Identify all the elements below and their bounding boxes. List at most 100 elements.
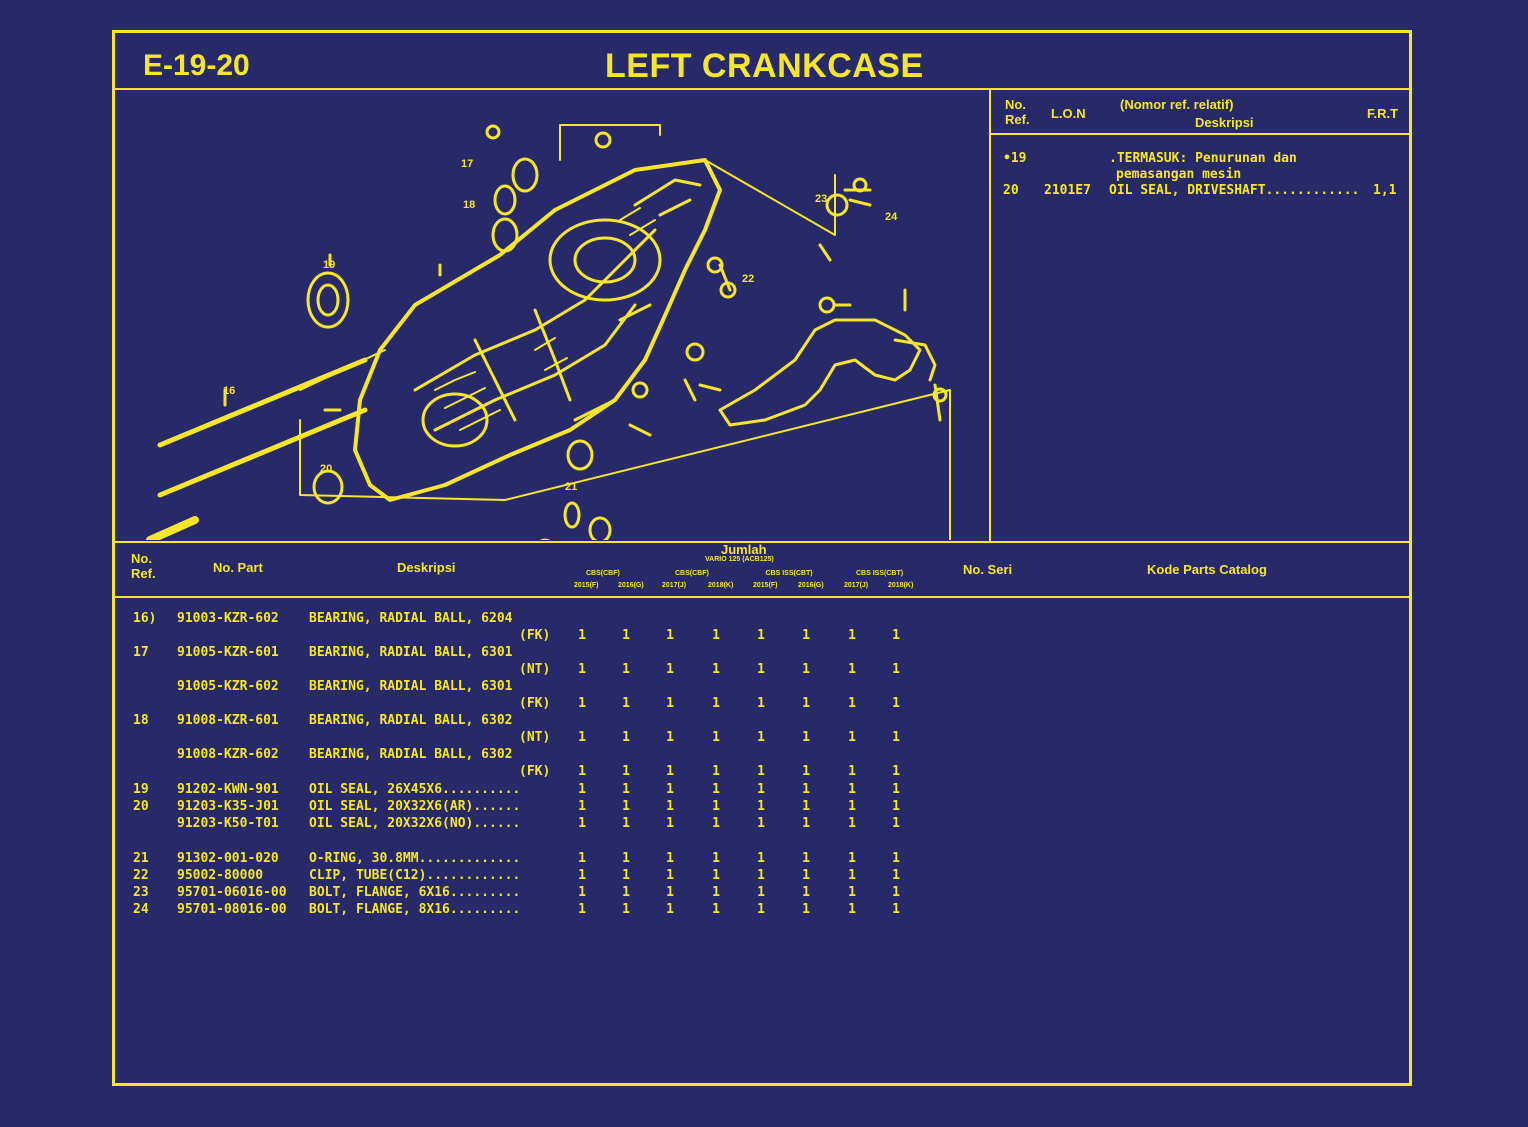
row-part-number: 91203-K35-J01 (177, 799, 279, 814)
row-part-number: 91008-KZR-602 (177, 747, 279, 762)
parts-year-header: 2016(G) (618, 582, 644, 589)
row-quantity: 1 (712, 628, 720, 643)
callout-17: 17 (461, 158, 473, 170)
parts-year-header: 2017(J) (844, 582, 869, 589)
row-quantity: 1 (622, 782, 630, 797)
row-quantity: 1 (578, 868, 586, 883)
row-quantity: 1 (802, 885, 810, 900)
row-part-number: 91203-K50-T01 (177, 816, 279, 831)
row-quantity: 1 (578, 662, 586, 677)
row-quantity: 1 (712, 868, 720, 883)
parts-model-header: VARIO 125 (ACB125) (705, 556, 774, 563)
row-part-number: 95701-06016-00 (177, 885, 287, 900)
row-quantity: 1 (802, 851, 810, 866)
row-quantity: 1 (848, 662, 856, 677)
row-quantity: 1 (848, 868, 856, 883)
row-quantity: 1 (712, 816, 720, 831)
row-quantity: 1 (622, 662, 630, 677)
parts-year-header: 2018(K) (708, 582, 734, 589)
row-quantity: 1 (757, 885, 765, 900)
ref-box-frt-header: F.R.T (1367, 106, 1399, 121)
callout-23: 23 (815, 193, 827, 205)
row-quantity: 1 (802, 730, 810, 745)
row-ref: 20 (133, 799, 149, 814)
row-quantity: 1 (578, 816, 586, 831)
left-crankcase-exploded-view-icon: 17 18 16 19 20 21 22 23 24 (146, 124, 951, 540)
row-part-number: 91005-KZR-602 (177, 679, 279, 694)
row-quantity: 1 (622, 799, 630, 814)
ref-box-desc: pemasangan mesin (1116, 167, 1242, 182)
parts-kode-header: Kode Parts Catalog (1147, 562, 1267, 577)
row-quantity: 1 (578, 851, 586, 866)
callout-22: 22 (742, 273, 754, 285)
ref-box-lon-header: L.O.N (1051, 106, 1086, 121)
row-quantity: 1 (892, 816, 900, 831)
row-quantity: 1 (848, 799, 856, 814)
row-quantity: 1 (892, 799, 900, 814)
row-quantity: 1 (892, 782, 900, 797)
row-part-number: 95701-08016-00 (177, 902, 287, 917)
row-ref: 19 (133, 782, 149, 797)
parts-deskripsi-header: Deskripsi (397, 560, 456, 575)
row-quantity: 1 (578, 730, 586, 745)
parts-jumlah-header: Jumlah (721, 542, 767, 557)
ref-box-frt: 1,1 (1373, 183, 1397, 198)
row-quantity: 1 (757, 662, 765, 677)
row-quantity: 1 (802, 764, 810, 779)
callout-16: 16 (223, 385, 235, 397)
row-quantity: 1 (757, 799, 765, 814)
row-quantity: 1 (622, 851, 630, 866)
row-description: BOLT, FLANGE, 8X16......... (309, 902, 521, 917)
row-quantity: 1 (848, 628, 856, 643)
row-part-number: 91008-KZR-601 (177, 713, 279, 728)
row-quantity: 1 (666, 851, 674, 866)
ref-box-ref: •19 (1003, 151, 1027, 166)
row-quantity: 1 (666, 764, 674, 779)
parts-no-seri-header: No. Seri (963, 562, 1013, 577)
row-quantity: 1 (622, 764, 630, 779)
row-quantity: 1 (622, 696, 630, 711)
row-description: BEARING, RADIAL BALL, 6204 (309, 611, 513, 626)
row-ref: 21 (133, 851, 149, 866)
ref-box-desc: .TERMASUK: Penurunan dan (1109, 151, 1297, 166)
page-title: LEFT CRANKCASE (605, 47, 924, 85)
row-quantity: 1 (622, 730, 630, 745)
row-quantity: 1 (757, 902, 765, 917)
row-quantity: 1 (802, 799, 810, 814)
row-description: OIL SEAL, 20X32X6(NO)...... (309, 816, 521, 831)
parts-group-header: CBS ISS(CBT) (765, 570, 813, 577)
row-ref: 24 (133, 902, 149, 917)
row-quantity: 1 (578, 628, 586, 643)
row-quantity: 1 (712, 851, 720, 866)
row-quantity: 1 (757, 628, 765, 643)
ref-box-ref: 20 (1003, 183, 1019, 198)
parts-no-ref-header: No. Ref. (131, 551, 156, 581)
row-quantity: 1 (848, 885, 856, 900)
row-quantity: 1 (802, 816, 810, 831)
row-quantity: 1 (712, 730, 720, 745)
row-description: (NT) (519, 662, 551, 677)
row-quantity: 1 (848, 764, 856, 779)
row-quantity: 1 (892, 662, 900, 677)
row-quantity: 1 (892, 696, 900, 711)
diagram-side-divider (989, 88, 991, 541)
parts-group-header: CBS ISS(CBT) (856, 570, 904, 577)
row-quantity: 1 (622, 868, 630, 883)
row-quantity: 1 (578, 782, 586, 797)
row-part-number: 91003-KZR-602 (177, 611, 279, 626)
row-quantity: 1 (666, 902, 674, 917)
ref-box-lon: 2101E7 (1044, 183, 1091, 198)
row-quantity: 1 (848, 851, 856, 866)
row-quantity: 1 (757, 816, 765, 831)
row-quantity: 1 (892, 885, 900, 900)
row-quantity: 1 (802, 868, 810, 883)
row-description: BOLT, FLANGE, 6X16......... (309, 885, 521, 900)
row-quantity: 1 (848, 696, 856, 711)
ref-box-no-ref-header: No. Ref. (1005, 97, 1030, 127)
page-code: E-19-20 (143, 49, 250, 82)
callout-18: 18 (463, 199, 475, 211)
row-quantity: 1 (622, 885, 630, 900)
row-quantity: 1 (892, 628, 900, 643)
row-quantity: 1 (757, 851, 765, 866)
row-quantity: 1 (712, 764, 720, 779)
